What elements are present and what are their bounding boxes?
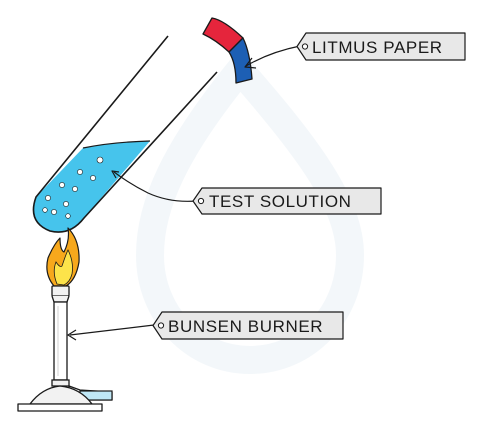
bubbles — [42, 156, 104, 219]
test-solution-liquid — [33, 141, 150, 233]
litmus-paper-tag — [296, 32, 466, 61]
litmus-paper-label-text: LITMUS PAPER — [312, 38, 443, 57]
test-solution-tag — [192, 187, 382, 215]
bunsen-burner-pointer — [69, 324, 155, 336]
burner-collar — [51, 285, 70, 297]
burner-barrel — [53, 301, 68, 381]
test-solution-label: TEST SOLUTION — [111, 170, 382, 215]
test-tube — [32, 35, 218, 233]
flame-inner — [53, 249, 73, 286]
test-solution-pointer — [113, 171, 197, 202]
bunsen-burner-label: BUNSEN BURNER — [67, 311, 344, 341]
bunsen-burner — [17, 227, 113, 412]
litmus-paper-pointer — [245, 45, 301, 67]
bunsen-burner-label-text: BUNSEN BURNER — [168, 317, 323, 336]
litmus-paper-label: LITMUS PAPER — [244, 32, 466, 69]
bunsen-burner-tag — [152, 311, 344, 340]
burner-base — [29, 385, 93, 405]
test-solution-label-text: TEST SOLUTION — [209, 192, 352, 211]
litmus-paper — [202, 17, 253, 84]
